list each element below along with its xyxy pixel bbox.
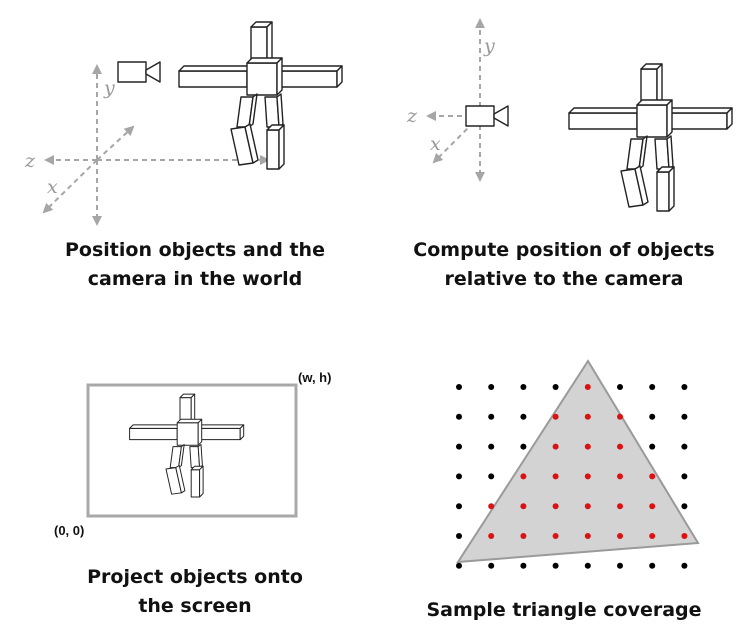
sample-dot (681, 473, 688, 480)
panel-sampling (456, 359, 700, 569)
sample-dot (520, 562, 527, 569)
caption-world: Position objects and the camera in the w… (30, 236, 360, 294)
camera-icon (465, 105, 509, 127)
sample-dot (681, 503, 688, 510)
sample-dot (649, 443, 656, 450)
covered-sample-dot (584, 384, 591, 390)
covered-sample-dot (488, 533, 495, 539)
sample-dot (456, 413, 462, 420)
camera-z-label: z (406, 105, 418, 127)
caption-sampling: Sample triangle coverage (404, 596, 724, 625)
caption-camera-line2: relative to the camera (444, 268, 684, 290)
sample-dot (617, 562, 623, 569)
screen-corner-wh: (w, h) (298, 370, 331, 385)
sample-dot (552, 384, 559, 390)
covered-sample-dot (617, 413, 623, 420)
caption-screen: Project objects onto the screen (50, 563, 340, 621)
sample-dot (456, 562, 462, 569)
sample-dot (488, 562, 495, 569)
world-axes (42, 64, 270, 226)
sample-dot (552, 562, 559, 569)
covered-sample-dot (552, 413, 559, 420)
world-y-label: y (103, 77, 115, 99)
figure-icon (568, 63, 733, 212)
covered-sample-dot (649, 503, 656, 510)
projected-figure (129, 393, 245, 498)
covered-sample-dot (649, 533, 656, 539)
screen-frame (86, 383, 298, 518)
sample-dot (681, 443, 688, 450)
covered-sample-dot (552, 443, 559, 450)
sample-dot (488, 413, 495, 420)
sample-dot (649, 562, 656, 569)
panel-screen: (w, h) (0, 0) (54, 370, 331, 538)
covered-sample-dot (584, 533, 591, 539)
sample-dot (681, 562, 688, 569)
caption-screen-line1: Project objects onto (87, 566, 303, 588)
covered-sample-dot (617, 473, 623, 480)
covered-sample-dot (617, 503, 623, 510)
sample-dot (488, 443, 495, 450)
covered-sample-dot (520, 473, 527, 480)
sample-dot (456, 384, 462, 390)
caption-camera: Compute position of objects relative to … (394, 236, 734, 294)
caption-camera-line1: Compute position of objects (413, 239, 715, 261)
camera-x-label: x (430, 133, 441, 155)
caption-world-line1: Position objects and the (65, 239, 325, 261)
triangle-icon (456, 359, 700, 564)
sample-dot (488, 473, 495, 480)
sample-dot (520, 413, 527, 420)
covered-sample-dot (584, 413, 591, 420)
sample-dot (649, 384, 656, 390)
panel-camera: y z x (406, 18, 733, 212)
caption-sampling-line1: Sample triangle coverage (426, 599, 702, 621)
covered-sample-dot (520, 533, 527, 539)
sample-dot (681, 413, 688, 420)
covered-sample-dot (520, 503, 527, 510)
covered-sample-dot (649, 473, 656, 480)
world-z-label: z (24, 150, 36, 172)
covered-sample-dot (488, 503, 495, 510)
figure-icon (178, 21, 343, 170)
covered-sample-dot (584, 473, 591, 480)
camera-icon (117, 61, 161, 83)
sample-dot (584, 562, 591, 569)
screen-corner-origin: (0, 0) (54, 523, 84, 538)
covered-sample-dot (617, 443, 623, 450)
caption-screen-line2: the screen (138, 595, 252, 617)
sample-dot (456, 533, 462, 539)
covered-sample-dot (552, 503, 559, 510)
covered-sample-dot (552, 533, 559, 539)
sample-dot (456, 473, 462, 480)
sample-dot (617, 384, 623, 390)
sample-dot (520, 443, 527, 450)
covered-sample-dot (584, 443, 591, 450)
camera-axes (426, 18, 485, 182)
sample-dot (456, 503, 462, 510)
covered-sample-dot (681, 533, 688, 539)
sample-dot (681, 384, 688, 390)
figure-icon (129, 393, 245, 498)
sample-dot (488, 384, 495, 390)
caption-world-line2: camera in the world (87, 268, 303, 290)
panel-world: y z x (24, 21, 343, 226)
sample-dot (520, 384, 527, 390)
sample-dot (456, 443, 462, 450)
covered-sample-dot (617, 533, 623, 539)
sample-dot (649, 413, 656, 420)
world-x-label: x (47, 176, 58, 198)
camera-y-label: y (483, 35, 495, 57)
covered-sample-dot (584, 503, 591, 510)
sample-grid (456, 384, 688, 569)
covered-sample-dot (552, 473, 559, 480)
